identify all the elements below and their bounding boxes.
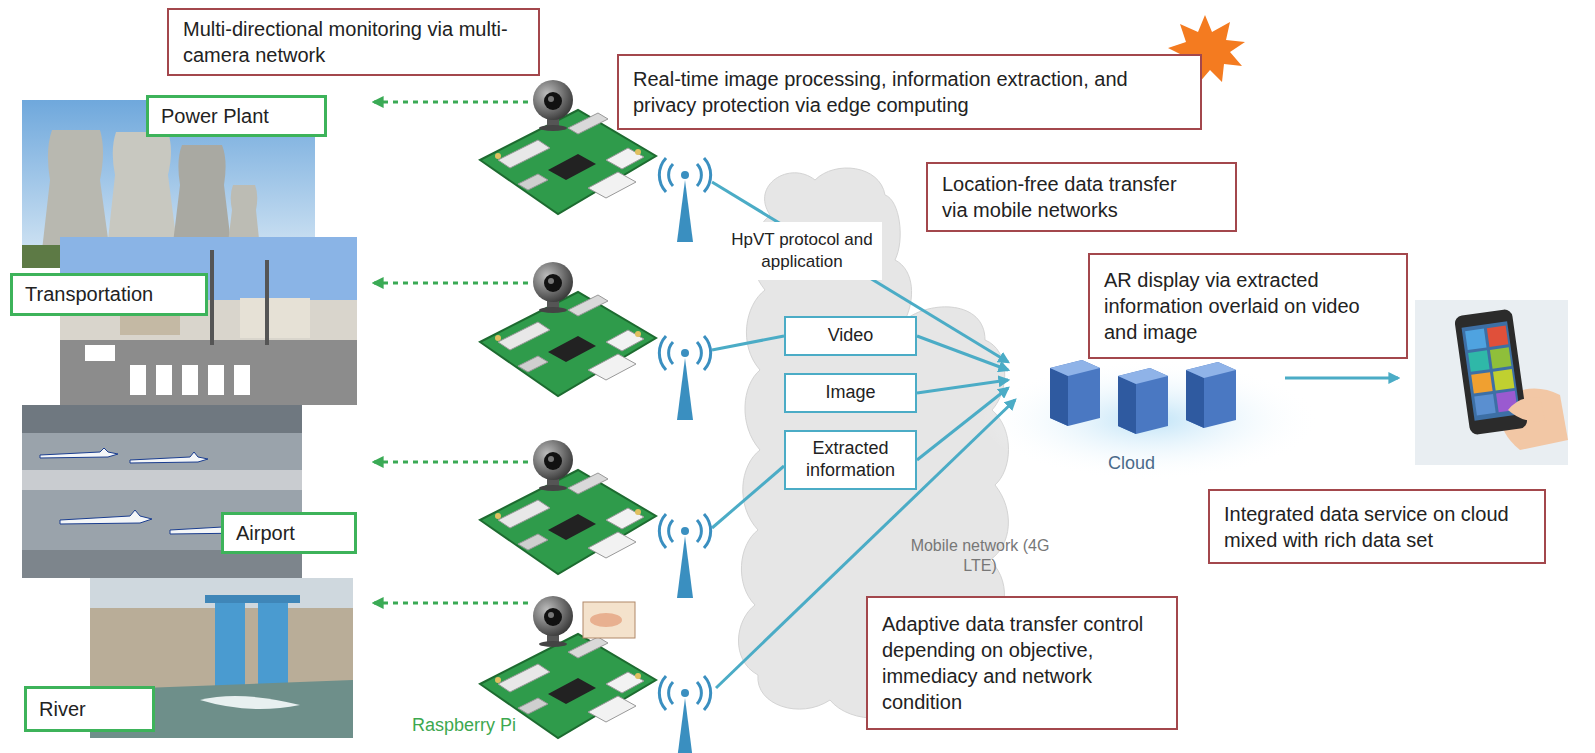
protocol-label-box: HpVT protocol and application: [722, 222, 882, 280]
node-text: Power Plant: [161, 105, 312, 128]
site-label: Transportation: [10, 273, 208, 316]
node-text: Multi-directional monitoring via multi-c…: [183, 16, 508, 68]
site-label: Power Plant: [146, 95, 327, 137]
node-text: Adaptive data transfer control depending…: [882, 611, 1146, 715]
server-icons: [1050, 360, 1236, 434]
webcams: [533, 80, 635, 647]
node-text: Transportation: [25, 283, 193, 306]
node-text: AR display via extracted information ove…: [1104, 267, 1376, 345]
raspberry-pi-boards: [480, 110, 656, 738]
network-label: Mobile network (4G LTE): [900, 536, 1060, 576]
node-text: Image: [792, 382, 909, 404]
site-label: Airport: [221, 512, 357, 554]
callout-box: Adaptive data transfer control depending…: [866, 596, 1178, 730]
node-text: Location-free data transfer via mobile n…: [942, 171, 1205, 223]
antenna-icons: [659, 158, 710, 753]
data-type-box: Extracted information: [784, 430, 917, 490]
callout-box: Multi-directional monitoring via multi-c…: [167, 8, 540, 76]
node-text: Video: [792, 325, 909, 347]
node-text: Extracted information: [792, 438, 909, 481]
smartphone-icon: [1415, 300, 1568, 465]
street-photo: [60, 237, 357, 405]
callout-box: AR display via extracted information ove…: [1088, 253, 1408, 359]
site-label: River: [24, 686, 155, 732]
node-text: Real-time image processing, information …: [633, 66, 1170, 118]
cloud-glow: [980, 360, 1320, 480]
callout-box: Location-free data transfer via mobile n…: [926, 162, 1237, 232]
callout-box: Real-time image processing, information …: [617, 54, 1202, 130]
data-type-box: Video: [784, 316, 917, 356]
callout-box: Integrated data service on cloud mixed w…: [1208, 489, 1546, 564]
node-text: Integrated data service on cloud mixed w…: [1224, 501, 1514, 553]
data-type-box: Image: [784, 373, 917, 413]
node-text: Airport: [236, 522, 342, 545]
node-text: River: [39, 698, 140, 721]
cloud-label: Cloud: [1108, 452, 1178, 475]
board-label: Raspberry Pi: [412, 714, 542, 737]
node-text: HpVT protocol and application: [728, 229, 876, 273]
